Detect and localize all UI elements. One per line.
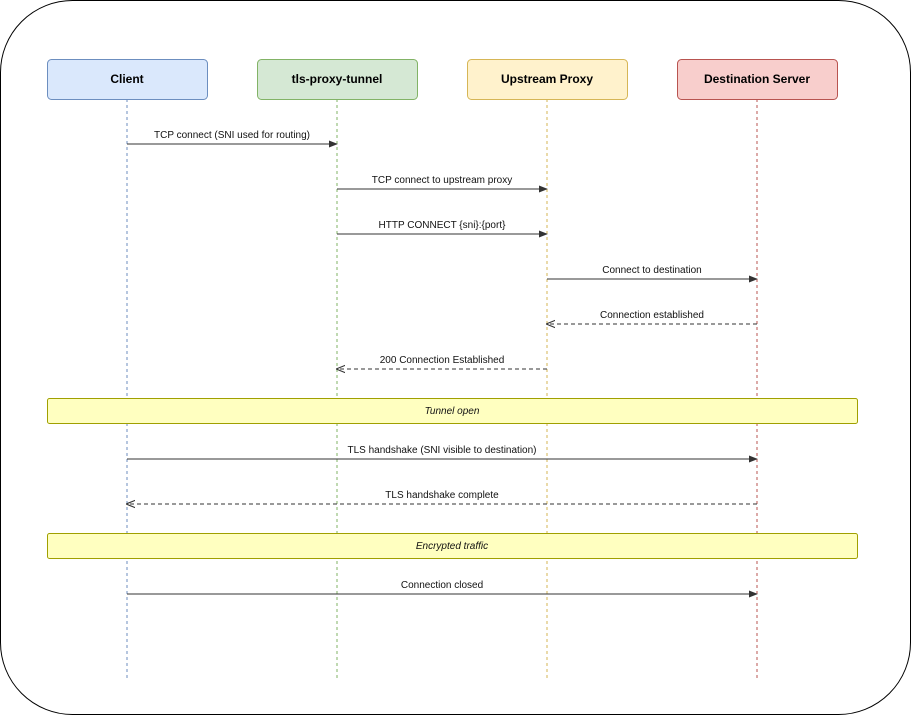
note: Encrypted traffic <box>47 533 858 559</box>
message: TCP connect to upstream proxy <box>337 175 548 193</box>
participant-upstream: Upstream Proxy <box>467 59 628 100</box>
message-label: TCP connect to upstream proxy <box>372 175 512 186</box>
message-label: TLS handshake (SNI visible to destinatio… <box>348 445 537 456</box>
message-label: TCP connect (SNI used for routing) <box>154 130 310 141</box>
message-label: 200 Connection Established <box>380 355 505 366</box>
message: Connect to destination <box>547 265 758 283</box>
message-label: Connection closed <box>401 580 483 591</box>
message-label: Connection established <box>600 310 704 321</box>
participant-destination: Destination Server <box>677 59 838 100</box>
message-label: Connect to destination <box>602 265 702 276</box>
message: 200 Connection Established <box>337 355 547 369</box>
participant-tunnel: tls-proxy-tunnel <box>257 59 418 100</box>
participant-label-client: Client <box>110 72 143 86</box>
message: Connection established <box>547 310 757 324</box>
lifelines <box>126 99 758 678</box>
participant-label-upstream: Upstream Proxy <box>501 72 593 86</box>
message-label: HTTP CONNECT {sni}:{port} <box>379 220 507 231</box>
participant-box-tunnel <box>257 59 418 100</box>
participant-label-destination: Destination Server <box>704 72 810 86</box>
participants: Client tls-proxy-tunnel Upstream Proxy Dest… <box>47 59 838 100</box>
participant-box-client <box>47 59 208 100</box>
message-label: TLS handshake complete <box>385 490 499 501</box>
steps: TCP connect (SNI used for routing) TCP co… <box>47 130 858 598</box>
participant-box-upstream <box>467 59 628 100</box>
message: Connection closed <box>127 580 758 598</box>
note-box <box>47 398 858 424</box>
note: Tunnel open <box>47 398 858 424</box>
note-label: Tunnel open <box>425 406 480 417</box>
participant-client: Client <box>47 59 208 100</box>
participant-label-tunnel: tls-proxy-tunnel <box>292 72 383 86</box>
message: TLS handshake complete <box>127 490 757 504</box>
message: HTTP CONNECT {sni}:{port} <box>337 220 548 238</box>
message: TLS handshake (SNI visible to destinatio… <box>127 445 758 463</box>
note-label: Encrypted traffic <box>416 541 488 552</box>
note-box <box>47 533 858 559</box>
message: TCP connect (SNI used for routing) <box>127 130 338 148</box>
participant-box-destination <box>677 59 838 100</box>
